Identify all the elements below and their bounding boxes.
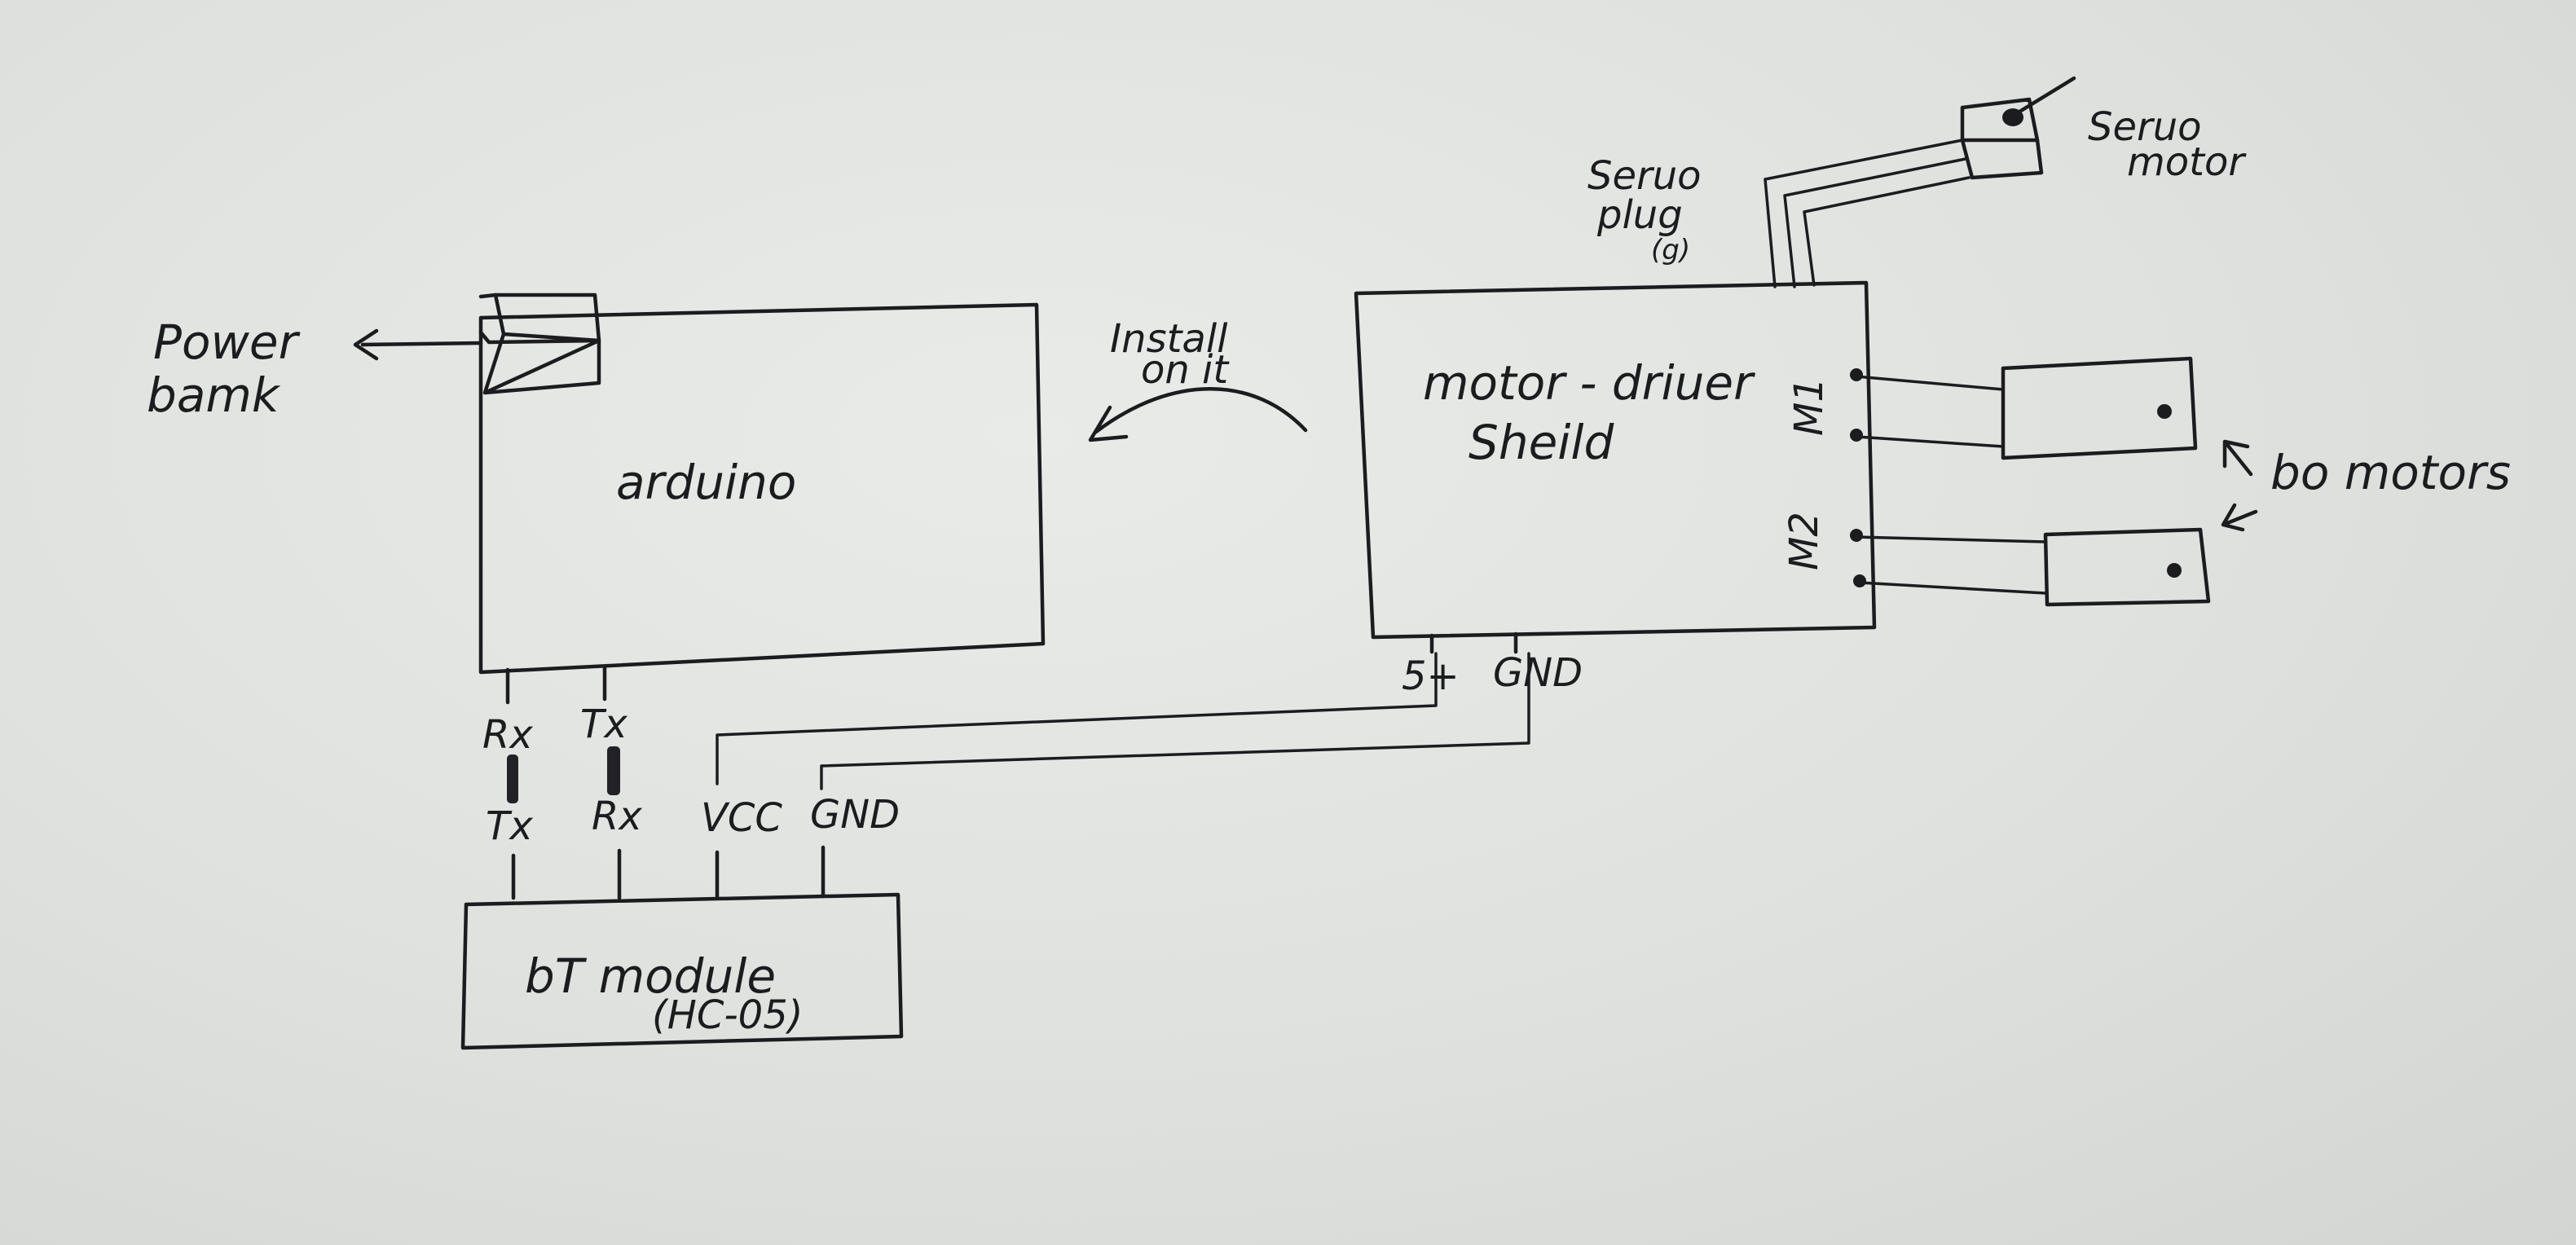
m1-terminal-b — [1850, 429, 1863, 442]
power-bank-label-line2: bamk — [147, 367, 281, 423]
install-label-line2: on it — [1141, 347, 1230, 393]
arduino-outline — [478, 302, 1046, 675]
bt-vcc-label: VCC — [701, 795, 782, 841]
install-arc — [1094, 387, 1308, 434]
servo-motor-label-line2: motor — [2127, 139, 2247, 185]
shield-outline — [1354, 280, 1877, 640]
bo-motor-1-shaft-dot — [2157, 404, 2172, 419]
bt-module-label-line2: (HC-05) — [652, 992, 803, 1038]
m2-label: M2 — [1781, 512, 1827, 570]
servo-plug-label-line2: plug — [1596, 192, 1683, 238]
bt-module-label-line1: bT module — [525, 948, 776, 1004]
bo-motors-group: bo motors — [1855, 356, 2511, 607]
servo-cable-1 — [1764, 139, 1964, 288]
power-bank-group: Power bamk — [147, 315, 483, 423]
bo-motors-label: bo motors — [2270, 445, 2511, 500]
bt-rx-label: Rx — [592, 794, 642, 839]
usb-connector-face — [482, 293, 601, 395]
power-bank-label-line1: Power — [153, 315, 301, 370]
bo-motor-2-shaft-dot — [2167, 563, 2182, 578]
m2-terminal-a — [1850, 529, 1863, 542]
install-annotation: Install on it — [1088, 316, 1308, 442]
shield-5v-label: 5+ — [1402, 653, 1460, 699]
m1-wire-b — [1855, 435, 2005, 448]
bt-tx-label: Tx — [486, 803, 533, 849]
bt-module: Tx Rx VCC GND bT module (HC-05) — [460, 792, 904, 1050]
jumper-rx-tx — [507, 754, 518, 803]
bo-motor-arrow-2-icon — [2221, 503, 2258, 532]
arduino-label: arduino — [616, 455, 796, 510]
m1-terminal-a — [1850, 368, 1863, 381]
servo-motor-label-line1: Seruo — [2088, 104, 2202, 150]
bo-motor-2 — [2043, 527, 2211, 607]
servo-group: Seruo plug (g) Seruo motor — [1587, 76, 2247, 288]
power-bank-wire — [360, 341, 483, 347]
arduino-tx-label: Tx — [580, 702, 627, 747]
arduino-board: arduino Rx Tx — [478, 293, 1046, 758]
bo-motor-arrow-1-icon — [2222, 439, 2253, 477]
shield-label-line2: Sheild — [1469, 415, 1614, 470]
jumper-tx-rx — [607, 746, 620, 795]
install-label-line1: Install — [1110, 316, 1228, 362]
m2-wire-a — [1855, 535, 2047, 543]
bt-gnd-label: GND — [810, 792, 900, 838]
servo-cable-2 — [1783, 157, 1967, 288]
motor-driver-shield: motor - driuer Sheild M1 M2 5+ GND — [1354, 280, 1877, 699]
servo-plug-label-line3: (g) — [1651, 234, 1690, 266]
power-bank-arrowhead-icon — [353, 328, 379, 361]
m2-wire-b — [1858, 581, 2047, 595]
wire-gnd-to-gnd — [820, 652, 1530, 790]
bt-module-outline — [460, 892, 904, 1050]
usb-connector-icon — [478, 293, 601, 345]
servo-horn-arm — [2010, 76, 2076, 118]
m1-label: M1 — [1786, 377, 1832, 436]
servo-plug-label-line1: Seruo — [1587, 153, 1702, 199]
install-arrowhead-icon — [1088, 405, 1129, 442]
servo-cable-3 — [1803, 176, 1971, 287]
shield-label-line1: motor - driuer — [1423, 355, 1755, 411]
shield-gnd-label: GND — [1493, 650, 1583, 696]
m2-terminal-b — [1853, 574, 1866, 587]
wire-5v-to-vcc — [716, 652, 1438, 785]
arduino-rx-label: Rx — [482, 712, 533, 758]
m1-wire-a — [1855, 375, 2005, 391]
